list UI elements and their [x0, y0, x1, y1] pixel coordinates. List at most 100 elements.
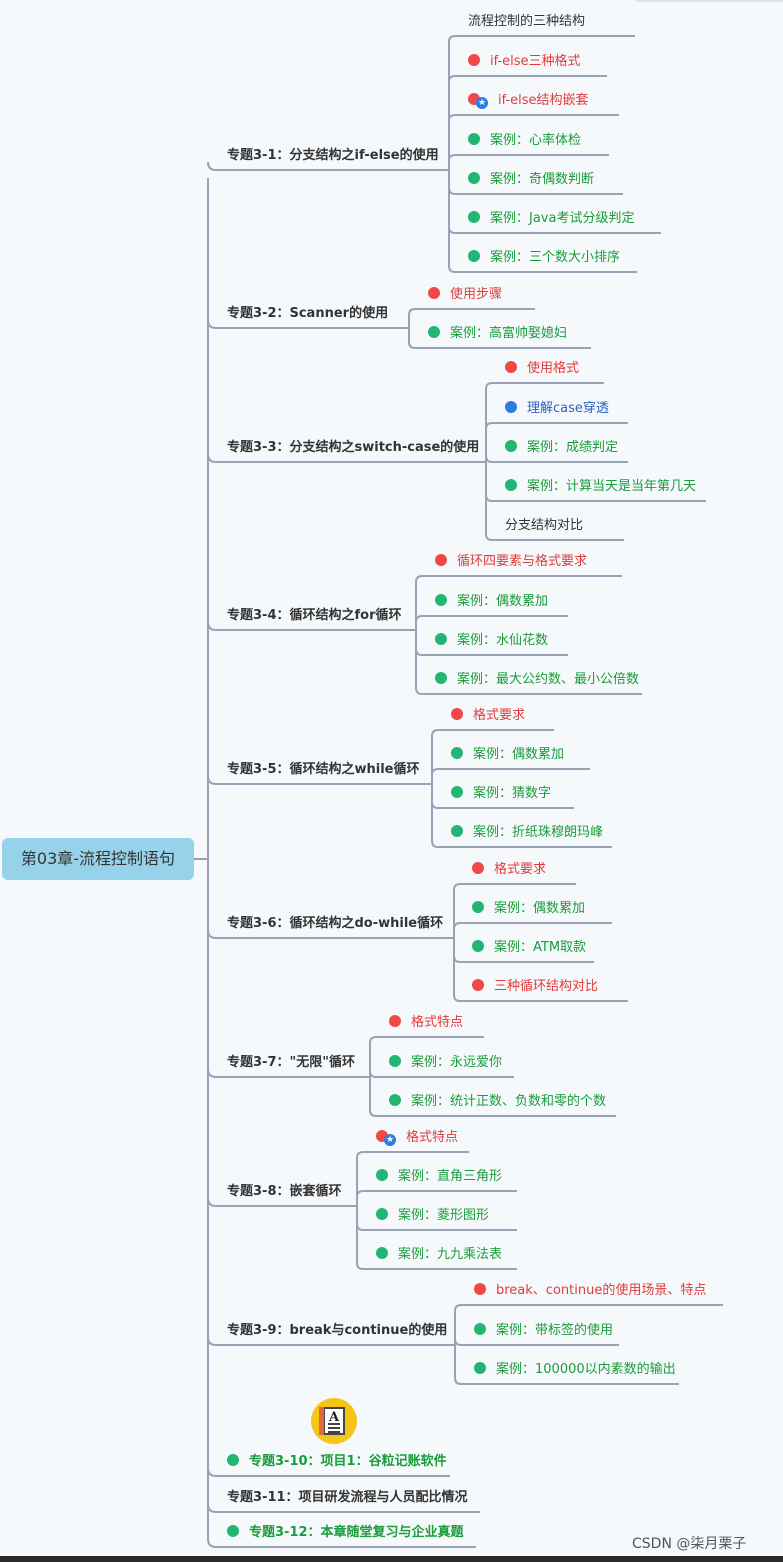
priority-dot-icon — [435, 594, 447, 606]
topic-node[interactable]: 案例：永远爱你 — [389, 1054, 502, 1072]
child-connector — [448, 114, 619, 122]
branch-node[interactable]: 专题3-10：项目1：谷粒记账软件 — [227, 1453, 447, 1471]
topic-node[interactable]: 案例：偶数累加 — [472, 900, 585, 918]
topic-label: 使用格式 — [527, 361, 580, 376]
topic-node[interactable]: break、continue的使用场景、特点 — [474, 1282, 706, 1300]
priority-dot-icon — [474, 1283, 486, 1295]
child-connector — [431, 801, 574, 809]
child-connector — [448, 35, 635, 43]
branch-connector — [207, 453, 486, 463]
topic-node[interactable]: 格式要求 — [472, 861, 546, 879]
topic-node[interactable]: ★格式特点 — [376, 1129, 458, 1147]
child-connector — [454, 1304, 723, 1312]
topic-label: 案例：最大公约数、最小公倍数 — [457, 672, 640, 687]
topic-node[interactable]: 案例：ATM取款 — [472, 939, 586, 957]
topic-label: 使用步骤 — [450, 287, 503, 302]
child-connector — [356, 1190, 517, 1198]
topic-node[interactable]: 案例：猜数字 — [451, 785, 551, 803]
branch-node[interactable]: 专题3-9：break与continue的使用 — [227, 1322, 447, 1340]
notebook-letter: A — [328, 1410, 340, 1425]
branch-node[interactable]: 专题3-1：分支结构之if-else的使用 — [227, 147, 439, 165]
child-connector — [415, 615, 568, 623]
branch-node[interactable]: 专题3-3：分支结构之switch-case的使用 — [227, 439, 479, 457]
topic-node[interactable]: 案例：三个数大小排序 — [468, 249, 620, 267]
topic-label: 三种循环结构对比 — [494, 979, 599, 994]
topic-node[interactable]: 案例：Java考试分级判定 — [468, 210, 634, 228]
branch-node[interactable]: 专题3-7："无限"循环 — [227, 1054, 355, 1072]
topic-label: 案例：奇偶数判断 — [490, 172, 595, 187]
child-connector — [454, 1338, 619, 1346]
priority-dot-icon — [505, 361, 517, 373]
window-top-edge — [636, 0, 783, 2]
branch-label: 专题3-4：循环结构之for循环 — [227, 608, 402, 623]
child-connector — [453, 883, 576, 891]
topic-node[interactable]: 案例：折纸珠穆朗玛峰 — [451, 824, 603, 842]
topic-node[interactable]: 案例：菱形图形 — [376, 1207, 489, 1225]
topic-label: 分支结构对比 — [505, 518, 584, 533]
priority-dot-icon — [468, 211, 480, 223]
branch-node[interactable]: 专题3-4：循环结构之for循环 — [227, 607, 402, 625]
priority-dot-icon — [474, 1323, 486, 1335]
child-connector — [448, 265, 637, 273]
notebook-page: A — [323, 1407, 345, 1435]
branch-node[interactable]: 专题3-12：本章随堂复习与企业真题 — [227, 1524, 464, 1542]
topic-node[interactable]: 流程控制的三种结构 — [468, 13, 585, 31]
root-node[interactable]: 第03章-流程控制语句 — [2, 838, 194, 880]
topic-node[interactable]: 案例：水仙花数 — [435, 632, 548, 650]
branch-node[interactable]: 专题3-8：嵌套循环 — [227, 1183, 342, 1201]
topic-node[interactable]: 使用格式 — [505, 360, 579, 378]
topic-node[interactable]: 案例：九九乘法表 — [376, 1246, 502, 1264]
child-connector — [369, 1070, 514, 1078]
child-connector — [415, 575, 622, 583]
topic-node[interactable]: 案例：最大公约数、最小公倍数 — [435, 671, 639, 689]
branch-connector — [207, 1538, 476, 1548]
topic-node[interactable]: 案例：偶数累加 — [435, 593, 548, 611]
branch-node[interactable]: 专题3-11：项目研发流程与人员配比情况 — [227, 1489, 468, 1507]
topic-node[interactable]: 案例：高富帅娶媳妇 — [428, 325, 567, 343]
topic-node[interactable]: 案例：奇偶数判断 — [468, 171, 594, 189]
topic-label: 案例：Java考试分级判定 — [490, 211, 635, 226]
priority-dot-icon — [472, 901, 484, 913]
child-connector — [356, 1223, 517, 1231]
topic-node[interactable]: 案例：计算当天是当年第几天 — [505, 478, 696, 496]
priority-dot-icon — [505, 440, 517, 452]
priority-dot-icon — [472, 862, 484, 874]
priority-dot-icon — [389, 1055, 401, 1067]
topic-label: 案例：永远爱你 — [411, 1055, 503, 1070]
topic-node[interactable]: 案例：直角三角形 — [376, 1168, 502, 1186]
topic-label: 案例：三个数大小排序 — [490, 250, 621, 265]
child-connector — [453, 922, 612, 930]
star-icon: ★ — [476, 97, 488, 109]
branch-node[interactable]: 专题3-2：Scanner的使用 — [227, 305, 388, 323]
topic-label: 案例：统计正数、负数和零的个数 — [411, 1094, 607, 1109]
topic-node[interactable]: 三种循环结构对比 — [472, 978, 598, 996]
topic-node[interactable]: ★if-else结构嵌套 — [468, 92, 589, 110]
child-connector — [431, 729, 554, 737]
topic-label: break、continue的使用场景、特点 — [496, 1283, 707, 1298]
priority-dot-icon — [474, 1362, 486, 1374]
topic-node[interactable]: 案例：统计正数、负数和零的个数 — [389, 1093, 606, 1111]
topic-node[interactable]: 格式要求 — [451, 707, 525, 725]
child-connector — [453, 955, 594, 963]
branch-connector — [207, 1467, 450, 1477]
topic-node[interactable]: 格式特点 — [389, 1014, 463, 1032]
topic-node[interactable]: 案例：心率体检 — [468, 132, 581, 150]
child-connector — [448, 226, 661, 234]
topic-node[interactable]: 分支结构对比 — [505, 517, 583, 535]
topic-node[interactable]: 案例：偶数累加 — [451, 746, 564, 764]
branch-node[interactable]: 专题3-5：循环结构之while循环 — [227, 761, 419, 779]
topic-node[interactable]: 案例：带标签的使用 — [474, 1322, 613, 1340]
branch-node[interactable]: 专题3-6：循环结构之do-while循环 — [227, 915, 443, 933]
topic-node[interactable]: if-else三种格式 — [468, 53, 581, 71]
topic-node[interactable]: 案例：成绩判定 — [505, 439, 618, 457]
topic-node[interactable]: 使用步骤 — [428, 286, 502, 304]
topic-node[interactable]: 循环四要素与格式要求 — [435, 553, 587, 571]
notebook-spine — [319, 1407, 324, 1435]
branch-label: 专题3-10：项目1：谷粒记账软件 — [249, 1454, 447, 1469]
priority-dot-icon — [435, 672, 447, 684]
topic-label: 格式特点 — [411, 1015, 464, 1030]
child-connector — [448, 154, 609, 162]
topic-node[interactable]: 理解case穿透 — [505, 400, 609, 418]
topic-node[interactable]: 案例：100000以内素数的输出 — [474, 1361, 676, 1379]
